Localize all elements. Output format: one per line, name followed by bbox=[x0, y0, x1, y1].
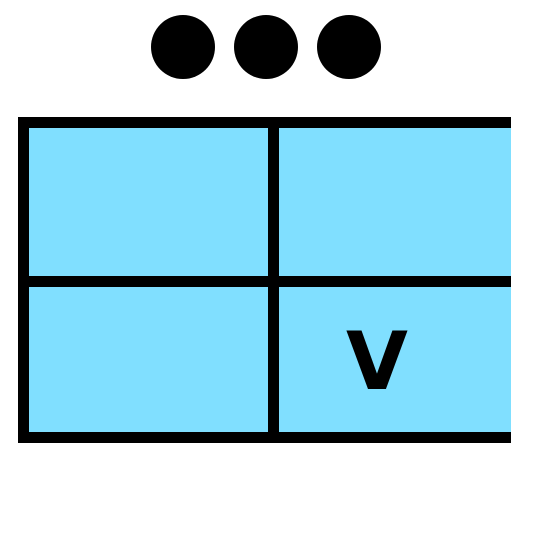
cell-label: V bbox=[346, 314, 408, 408]
dot-row bbox=[0, 0, 533, 100]
filled-circle-icon bbox=[234, 15, 298, 79]
grid-2x2: V bbox=[18, 117, 511, 443]
grid-divider-vertical bbox=[268, 128, 279, 276]
filled-circle-icon bbox=[317, 15, 381, 79]
grid-divider-vertical bbox=[268, 287, 279, 432]
grid-divider-horizontal bbox=[29, 276, 268, 287]
grid-cell-top-left bbox=[29, 128, 268, 276]
grid-cell-bottom-right: V bbox=[279, 287, 511, 432]
filled-circle-icon bbox=[151, 15, 215, 79]
grid-cell-top-right bbox=[279, 128, 511, 276]
grid-cell-bottom-left bbox=[29, 287, 268, 432]
grid-divider-horizontal bbox=[279, 276, 511, 287]
grid-divider-horizontal bbox=[268, 276, 279, 287]
